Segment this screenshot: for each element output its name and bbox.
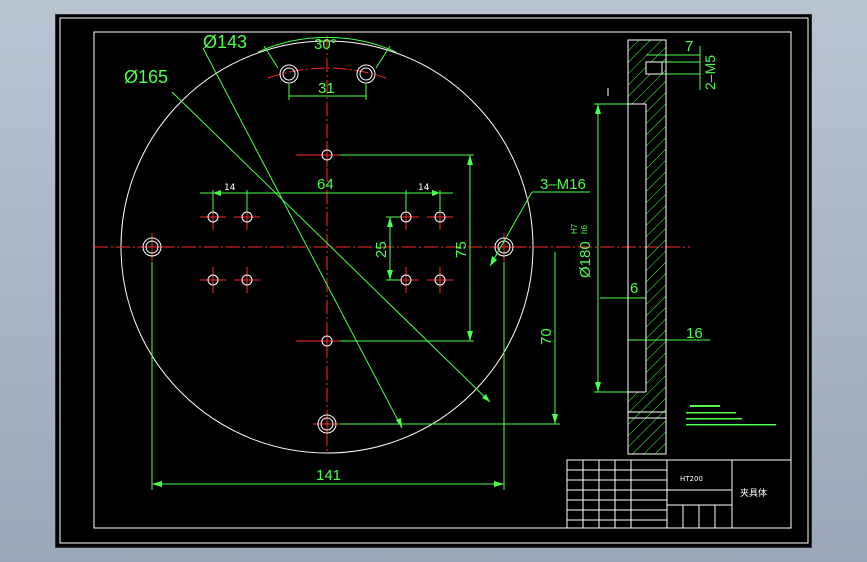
dim-angle30: 30°	[314, 36, 337, 53]
dim-16: 16	[686, 325, 703, 342]
dim-7: 7	[685, 38, 693, 55]
arrowheads	[152, 104, 601, 487]
dim-75: 75	[453, 241, 470, 258]
dim-d143: Ø143	[203, 32, 247, 52]
drawing-sheet	[55, 14, 812, 548]
inner-frame	[93, 31, 792, 529]
dim-d180: Ø180	[577, 241, 594, 278]
title-part-name: 夹具体	[740, 487, 767, 499]
dim-m16: 3–M16	[540, 176, 586, 193]
dim-m5: 2–M5	[702, 55, 718, 90]
dimension-lines	[151, 36, 710, 490]
side-section-view	[607, 39, 667, 455]
center-lines	[94, 36, 690, 452]
technical-notes	[686, 405, 776, 426]
dim-6: 6	[630, 280, 638, 297]
dim-fit-h7: H7	[570, 223, 579, 234]
dim-64: 64	[317, 176, 334, 193]
title-block	[566, 459, 792, 529]
title-material: HT200	[680, 475, 703, 483]
dim-fit-h6: h6	[580, 225, 589, 234]
dim-d165: Ø165	[124, 67, 168, 87]
outer-frame	[59, 17, 809, 544]
dim-14-left: 14	[224, 183, 236, 193]
dim-141: 141	[316, 467, 341, 484]
dim-31: 31	[318, 80, 335, 97]
dim-25: 25	[373, 241, 390, 258]
dim-14-right: 14	[418, 183, 430, 193]
dim-70: 70	[538, 328, 555, 345]
